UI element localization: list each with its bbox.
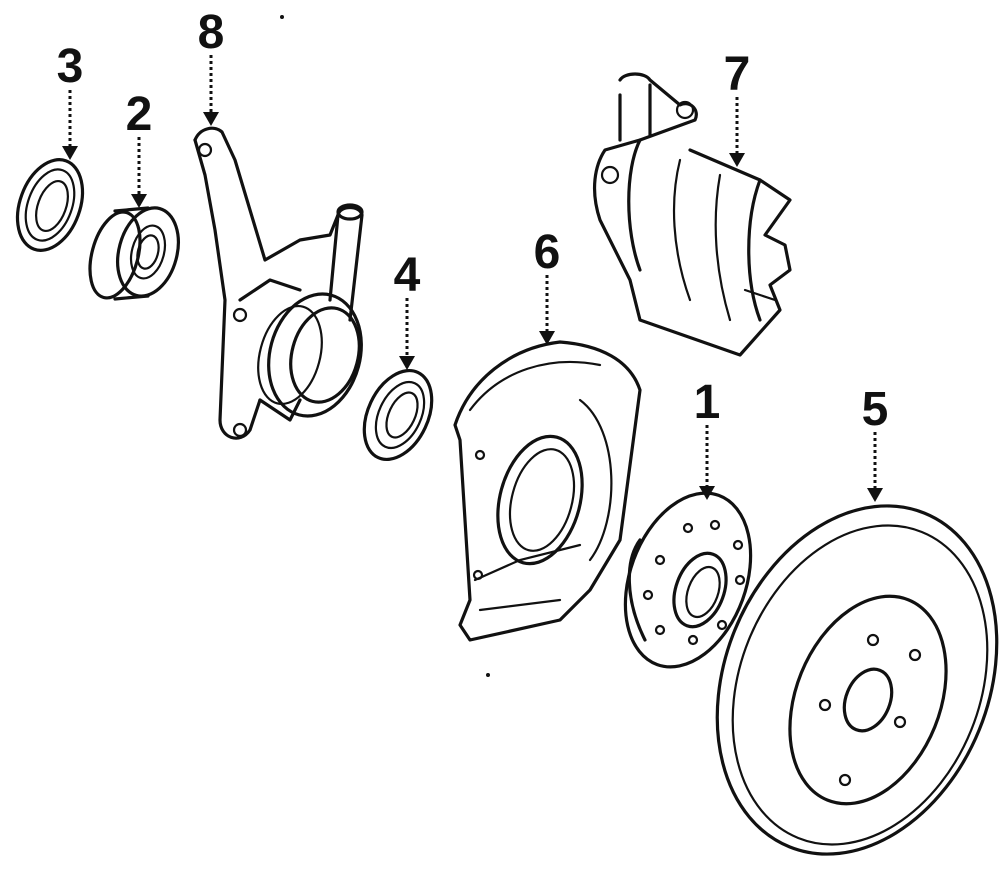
callout-3: 3 — [57, 40, 84, 93]
callout-4: 4 — [394, 249, 421, 302]
outer-seal-part — [15, 158, 85, 252]
callout-1: 1 — [694, 376, 721, 429]
inner-seal-part — [362, 368, 434, 462]
brake-rotor-part — [715, 504, 999, 856]
callout-leaders — [62, 55, 883, 502]
inner-bearing-part — [88, 206, 180, 301]
callout-5: 5 — [862, 383, 889, 436]
callout-2: 2 — [126, 88, 153, 141]
brake-caliper-part — [593, 72, 792, 357]
splash-shield-part — [453, 340, 642, 642]
stray-dot — [280, 15, 284, 19]
hub-part — [623, 491, 753, 669]
stray-dot — [486, 673, 490, 677]
steering-knuckle-part — [193, 126, 364, 440]
callout-6: 6 — [534, 226, 561, 279]
callout-8: 8 — [198, 6, 225, 59]
callout-7: 7 — [724, 48, 751, 101]
